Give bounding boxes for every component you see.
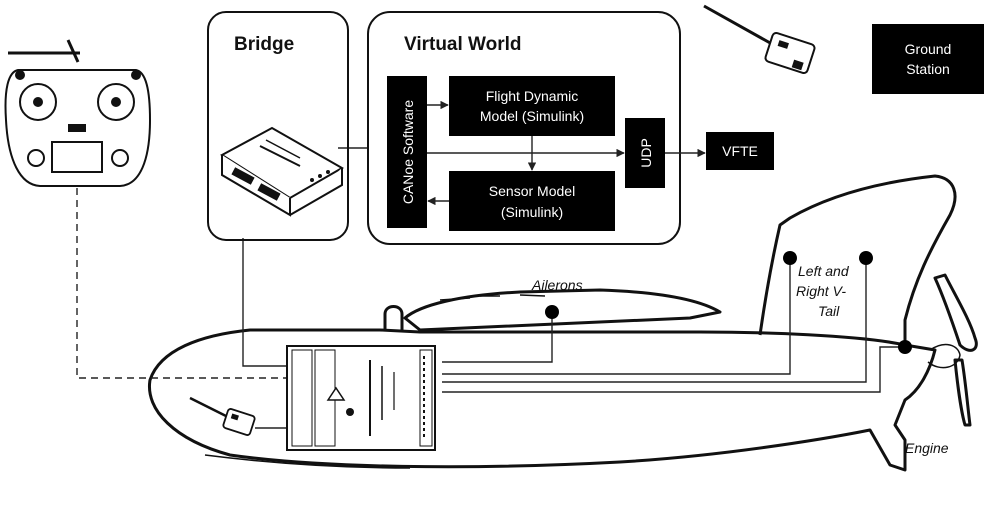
spinner: [927, 343, 961, 369]
sensor-model-label-2: (Simulink): [501, 204, 563, 220]
ground-station-block: [872, 24, 984, 94]
sensor-model-label-1: Sensor Model: [489, 183, 575, 199]
vtail-label-2: Right V-: [796, 283, 846, 299]
wing-root: [383, 305, 404, 330]
servo-connectors: [545, 251, 912, 354]
udp-label: UDP: [638, 138, 654, 168]
virtual-world-title: Virtual World: [404, 34, 522, 55]
aircraft-outline: [147, 174, 978, 472]
telemetry-radio-icon: [189, 396, 256, 436]
fc-vtail-right-link: [442, 258, 867, 383]
can-interface-icon: [220, 126, 345, 217]
fc-engine-link: [442, 346, 905, 393]
canoe-label: CANoe Software: [400, 100, 416, 204]
ground-station-label-1: Ground: [905, 41, 952, 57]
virtual-world-group: [367, 11, 681, 245]
rc-link: [76, 188, 287, 379]
sensor-model-block: [449, 171, 615, 231]
fc-vtail-left-link: [442, 258, 791, 375]
servo-connector-icon: [898, 340, 912, 354]
propeller-lower: [953, 358, 972, 427]
bridge-fc-link: [242, 238, 287, 367]
fuselage: [147, 328, 937, 472]
fuselage-detail: [204, 454, 411, 469]
canoe-block: [387, 76, 427, 228]
vtail-label-3: Tail: [818, 303, 840, 319]
vfte-label: VFTE: [722, 143, 758, 159]
flight-dynamic-block: [449, 76, 615, 136]
ailerons-label: Ailerons: [531, 277, 583, 293]
vtail-label-1: Left and: [798, 263, 850, 279]
flight-dynamic-label-2: Model (Simulink): [480, 108, 584, 124]
wing: [403, 288, 722, 332]
ground-station-label-2: Station: [906, 61, 950, 77]
propeller: [933, 273, 978, 352]
connections: [76, 147, 905, 429]
servo-connector-icon: [545, 305, 559, 319]
udp-block: [625, 118, 665, 188]
engine-label: Engine: [905, 440, 949, 456]
servo-connector-icon: [859, 251, 873, 265]
fc-ailerons-link: [442, 312, 553, 363]
telemetry-radio-icon: [703, 4, 816, 75]
wing-detail: [439, 294, 546, 301]
servo-connector-icon: [783, 251, 797, 265]
flight-controller-icon: [286, 345, 436, 451]
flight-dynamic-label-1: Flight Dynamic: [486, 88, 579, 104]
vtail-fin: [758, 174, 957, 345]
virtual-world-arrows: [427, 100, 706, 206]
rc-transmitter-icon: [4, 39, 152, 187]
bridge-title: Bridge: [234, 34, 294, 55]
vfte-block: [706, 132, 774, 170]
bridge-group: [207, 11, 349, 241]
